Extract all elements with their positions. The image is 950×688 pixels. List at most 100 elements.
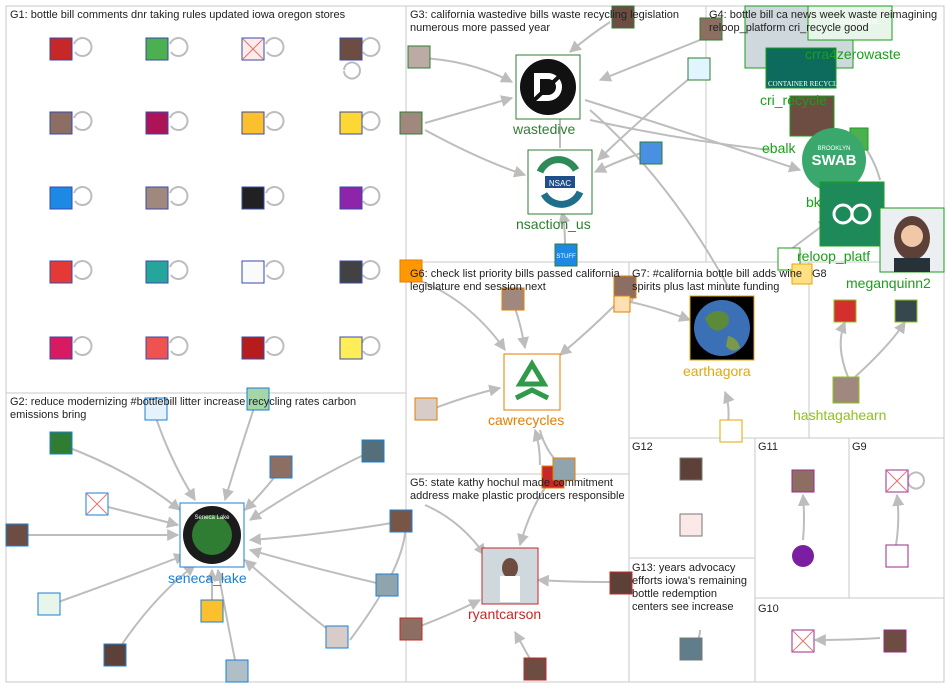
group-label-g4: G4: bottle bill ca news week waste reima… <box>709 9 938 34</box>
node[interactable] <box>241 111 265 135</box>
node[interactable] <box>225 659 249 683</box>
node[interactable] <box>687 57 711 81</box>
node-label-meganquinn2[interactable]: meganquinn2 <box>846 275 931 291</box>
node[interactable] <box>552 457 576 481</box>
group-box-g11 <box>754 437 850 599</box>
node[interactable] <box>339 111 363 135</box>
node[interactable] <box>399 111 423 135</box>
node[interactable] <box>407 45 431 69</box>
node[interactable] <box>361 439 385 463</box>
seneca-logo-text: Seneca Lake <box>194 515 230 521</box>
node[interactable] <box>145 186 169 210</box>
node-label-ryantcarson[interactable]: ryantcarson <box>468 606 542 622</box>
node[interactable] <box>501 287 525 311</box>
node[interactable] <box>699 17 723 41</box>
node-label-reloop-platf[interactable]: reloop_platf <box>797 248 871 264</box>
node[interactable] <box>103 643 127 667</box>
node[interactable] <box>399 617 423 641</box>
g5-nodes <box>399 547 633 681</box>
node[interactable] <box>49 186 73 210</box>
node[interactable] <box>145 260 169 284</box>
node-label-nsaction-us[interactable]: nsaction_us <box>516 216 591 232</box>
node[interactable] <box>5 523 29 547</box>
stuff-node[interactable] <box>554 243 578 267</box>
group-label-g9: G9 <box>852 441 867 453</box>
g8-nodes <box>832 299 918 404</box>
cawrecycles-avatar[interactable] <box>503 353 561 411</box>
node[interactable] <box>719 419 743 443</box>
node[interactable] <box>611 5 635 29</box>
node[interactable] <box>791 263 813 285</box>
node-label-cri-recycle[interactable]: cri_recycle <box>760 92 827 108</box>
node[interactable] <box>49 111 73 135</box>
node[interactable] <box>145 37 169 61</box>
node[interactable] <box>339 336 363 360</box>
node[interactable] <box>200 599 224 623</box>
node[interactable] <box>325 625 349 649</box>
node[interactable] <box>389 509 413 533</box>
node-label-hashtagahearn[interactable]: hashtagahearn <box>793 407 887 423</box>
group-label-g2: G2: reduce modernizing #bottlebill litte… <box>10 396 357 421</box>
group-label-g11: G11 <box>758 441 778 453</box>
node[interactable] <box>523 657 547 681</box>
node[interactable] <box>414 397 438 421</box>
group-box-g12 <box>628 437 756 559</box>
node[interactable] <box>339 260 363 284</box>
node-label-cawrecycles[interactable]: cawrecycles <box>488 412 565 428</box>
container-recycling-logo-text: CONTAINER RECYCLING INSTI <box>768 80 870 88</box>
node[interactable] <box>885 544 909 568</box>
node[interactable] <box>339 186 363 210</box>
group-label-g13: G13: years advocacy efforts iowa's remai… <box>632 562 748 613</box>
node[interactable] <box>639 141 663 165</box>
node[interactable] <box>399 259 423 283</box>
node-label-wastedive[interactable]: wastedive <box>513 121 576 137</box>
node[interactable] <box>339 37 363 61</box>
node[interactable] <box>145 336 169 360</box>
node[interactable] <box>792 545 814 567</box>
node[interactable] <box>246 387 270 411</box>
nsaction-avatar[interactable] <box>527 149 593 215</box>
node[interactable] <box>269 455 293 479</box>
seneca-lake-avatar[interactable] <box>179 502 245 568</box>
node-label-bk[interactable]: bk <box>806 194 821 210</box>
bk-swab-avatar[interactable] <box>802 128 866 192</box>
crra-avatar[interactable] <box>807 5 893 41</box>
node[interactable] <box>679 457 703 481</box>
node[interactable] <box>49 37 73 61</box>
brooklyn-logo-text: BROOKLYN <box>818 146 851 152</box>
node[interactable] <box>679 513 703 537</box>
node[interactable] <box>833 299 857 323</box>
node[interactable] <box>49 431 73 455</box>
node[interactable] <box>49 336 73 360</box>
node[interactable] <box>144 397 168 421</box>
node[interactable] <box>375 573 399 597</box>
wastedive-avatar[interactable] <box>515 54 581 120</box>
g1-nodes <box>49 37 363 360</box>
g4-nodes <box>744 5 945 273</box>
node[interactable] <box>791 469 815 493</box>
node[interactable] <box>145 111 169 135</box>
node[interactable] <box>679 637 703 661</box>
node-label-earthagora[interactable]: earthagora <box>683 363 751 379</box>
node[interactable] <box>894 299 918 323</box>
node[interactable] <box>241 186 265 210</box>
node-label-seneca-lake[interactable]: seneca_lake <box>168 570 247 586</box>
group-box-g10 <box>754 597 945 683</box>
node[interactable] <box>37 592 61 616</box>
g6-nodes <box>399 259 637 489</box>
node[interactable] <box>883 629 907 653</box>
node-label-ebalk[interactable]: ebalk <box>762 140 796 156</box>
nsac-logo-text: NSAC <box>549 179 571 188</box>
hashtagahearn-avatar[interactable] <box>832 376 860 404</box>
node[interactable] <box>241 260 265 284</box>
group-label-g6: G6: check list priority bills passed cal… <box>410 268 620 293</box>
swab-logo-text: SWAB <box>812 152 857 169</box>
node[interactable] <box>49 260 73 284</box>
node[interactable] <box>609 571 633 595</box>
group-label-g7: G7: #california bottle bill adds wine sp… <box>632 268 802 293</box>
node[interactable] <box>613 295 631 313</box>
g7-nodes <box>689 263 813 443</box>
node[interactable] <box>241 336 265 360</box>
node-label-crra4zerowaste[interactable]: crra4zerowaste <box>805 46 901 62</box>
